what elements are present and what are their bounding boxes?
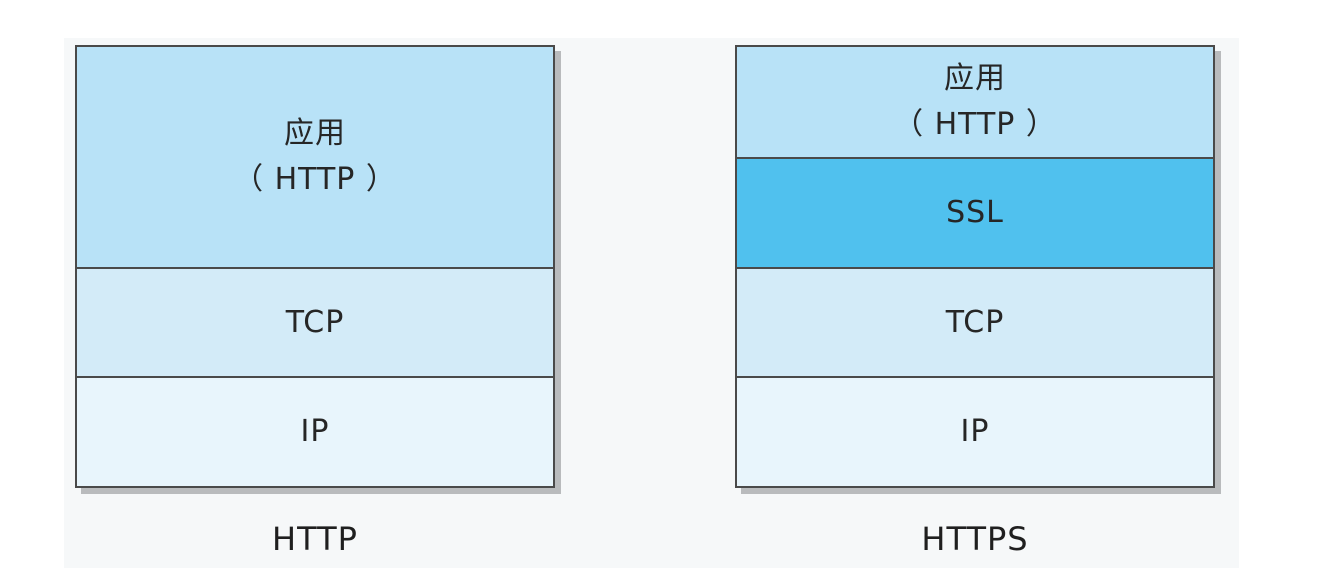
http-ip-layer: IP [77,376,553,486]
http-application-layer: 应用 （ HTTP ） [77,47,553,267]
application-protocol-label: （ HTTP ） [893,107,1057,142]
http-stack: 应用 （ HTTP ） TCP IP [75,45,555,488]
ip-label: IP [960,414,990,449]
https-ssl-layer: SSL [737,157,1213,267]
https-tcp-layer: TCP [737,267,1213,376]
application-label: 应用 [944,61,1006,96]
https-ip-layer: IP [737,376,1213,486]
ip-label: IP [300,414,330,449]
application-protocol-label: （ HTTP ） [233,162,397,197]
https-stack-caption: HTTPS [921,520,1029,558]
https-stack: 应用 （ HTTP ） SSL TCP IP [735,45,1215,488]
tcp-label: TCP [285,304,345,340]
http-tcp-layer: TCP [77,267,553,376]
tcp-label: TCP [945,304,1005,340]
https-application-layer: 应用 （ HTTP ） [737,47,1213,157]
application-label: 应用 [284,116,346,151]
http-stack-caption: HTTP [272,520,358,558]
ssl-label: SSL [946,195,1004,230]
